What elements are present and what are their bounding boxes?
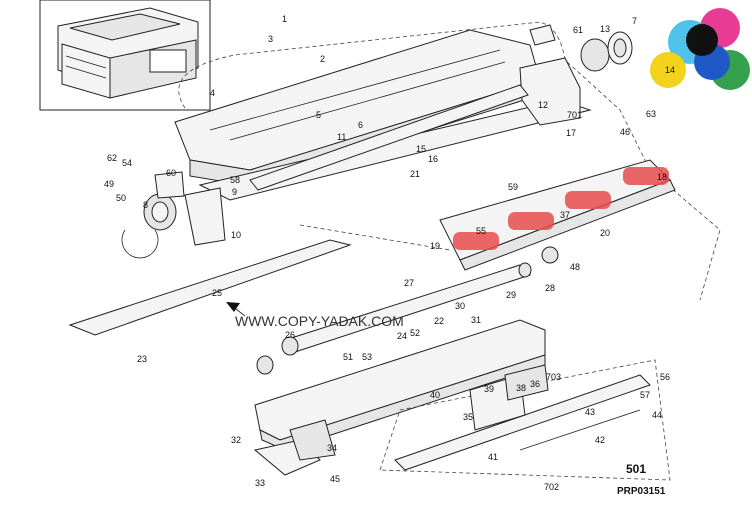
part-label-12: 12 [538,100,548,110]
part-label-19: 19 [430,241,440,251]
part-label-39: 39 [484,384,494,394]
part-label-28: 28 [545,283,555,293]
part-label-25: 25 [212,288,222,298]
highlight-part-18 [453,167,669,250]
watermark-text: WWW.COPY-YADAK.COM [235,313,404,329]
part-label-30: 30 [455,301,465,311]
part-label-58: 58 [230,175,240,185]
part-label-16: 16 [428,154,438,164]
part-label-14: 14 [665,65,675,75]
part-label-8: 8 [143,200,148,210]
part-label-37: 37 [560,210,570,220]
direction-arrow [226,302,246,317]
part-label-2: 2 [320,54,325,64]
right-bracket-assembly [519,24,633,126]
part-label-49: 49 [104,179,114,189]
part-label-33: 33 [255,478,265,488]
part-label-61: 61 [573,25,583,35]
part-label-13: 13 [600,24,610,34]
part-label-21: 21 [410,169,420,179]
part-label-31: 31 [471,315,481,325]
ejector-parts [469,364,549,431]
part-label-15: 15 [416,144,426,154]
part-label-7: 7 [632,16,637,26]
part-label-3: 3 [268,34,273,44]
group-number: 501 [626,462,646,476]
part-label-34: 34 [327,443,337,453]
part-label-60: 60 [166,168,176,178]
part-label-63: 63 [646,109,656,119]
part-label-56: 56 [660,372,670,382]
part-label-11: 11 [337,132,346,142]
part-label-18: 18 [657,172,667,182]
sheet-25 [68,239,352,336]
part-label-22: 22 [434,316,444,326]
part-label-701: 701 [567,110,582,120]
part-label-24: 24 [397,331,407,341]
part-label-55: 55 [476,226,486,236]
part-label-44: 44 [652,410,662,420]
part-label-57: 57 [640,390,650,400]
part-label-5: 5 [316,110,321,120]
part-label-702: 702 [544,482,559,492]
part-label-27: 27 [404,278,414,288]
part-label-50: 50 [116,193,126,203]
top-frame-assembly [174,29,541,187]
pulley-48-lower [256,355,274,375]
part-label-6: 6 [358,120,363,130]
part-label-43: 43 [585,407,595,417]
part-label-32: 32 [231,435,241,445]
part-label-59: 59 [508,182,518,192]
part-label-17: 17 [566,128,576,138]
part-label-48: 48 [570,262,580,272]
roller-27 [281,262,532,356]
part-label-9: 9 [232,187,237,197]
part-label-51: 51 [343,352,353,362]
part-label-26: 26 [285,330,295,340]
part-label-54: 54 [122,158,132,168]
part-label-1: 1 [282,14,287,24]
part-label-40: 40 [430,390,440,400]
roller-6 [249,84,529,191]
part-label-42: 42 [595,435,605,445]
part-label-62: 62 [107,153,117,163]
part-label-52: 52 [410,328,420,338]
part-group-501 [379,359,671,481]
part-label-45: 45 [330,474,340,484]
part-label-38: 38 [516,383,526,393]
part-label-4: 4 [210,88,215,98]
part-label-41: 41 [488,452,498,462]
pulley-48 [541,246,559,264]
part-label-10: 10 [231,230,241,240]
part-label-35: 35 [463,412,473,422]
lower-left-parts [253,419,336,476]
corner-logo-icon [650,8,750,90]
part-label-20: 20 [600,228,610,238]
part-label-29: 29 [506,290,516,300]
part-label-703: 703 [546,372,561,382]
figure-code: PRP03151 [617,486,666,497]
part-label-46: 46 [620,127,630,137]
part-label-36: 36 [530,379,540,389]
copier-thumbnail [39,0,211,111]
left-bracket-assembly [121,171,226,259]
part-label-53: 53 [362,352,372,362]
part-label-23: 23 [137,354,147,364]
